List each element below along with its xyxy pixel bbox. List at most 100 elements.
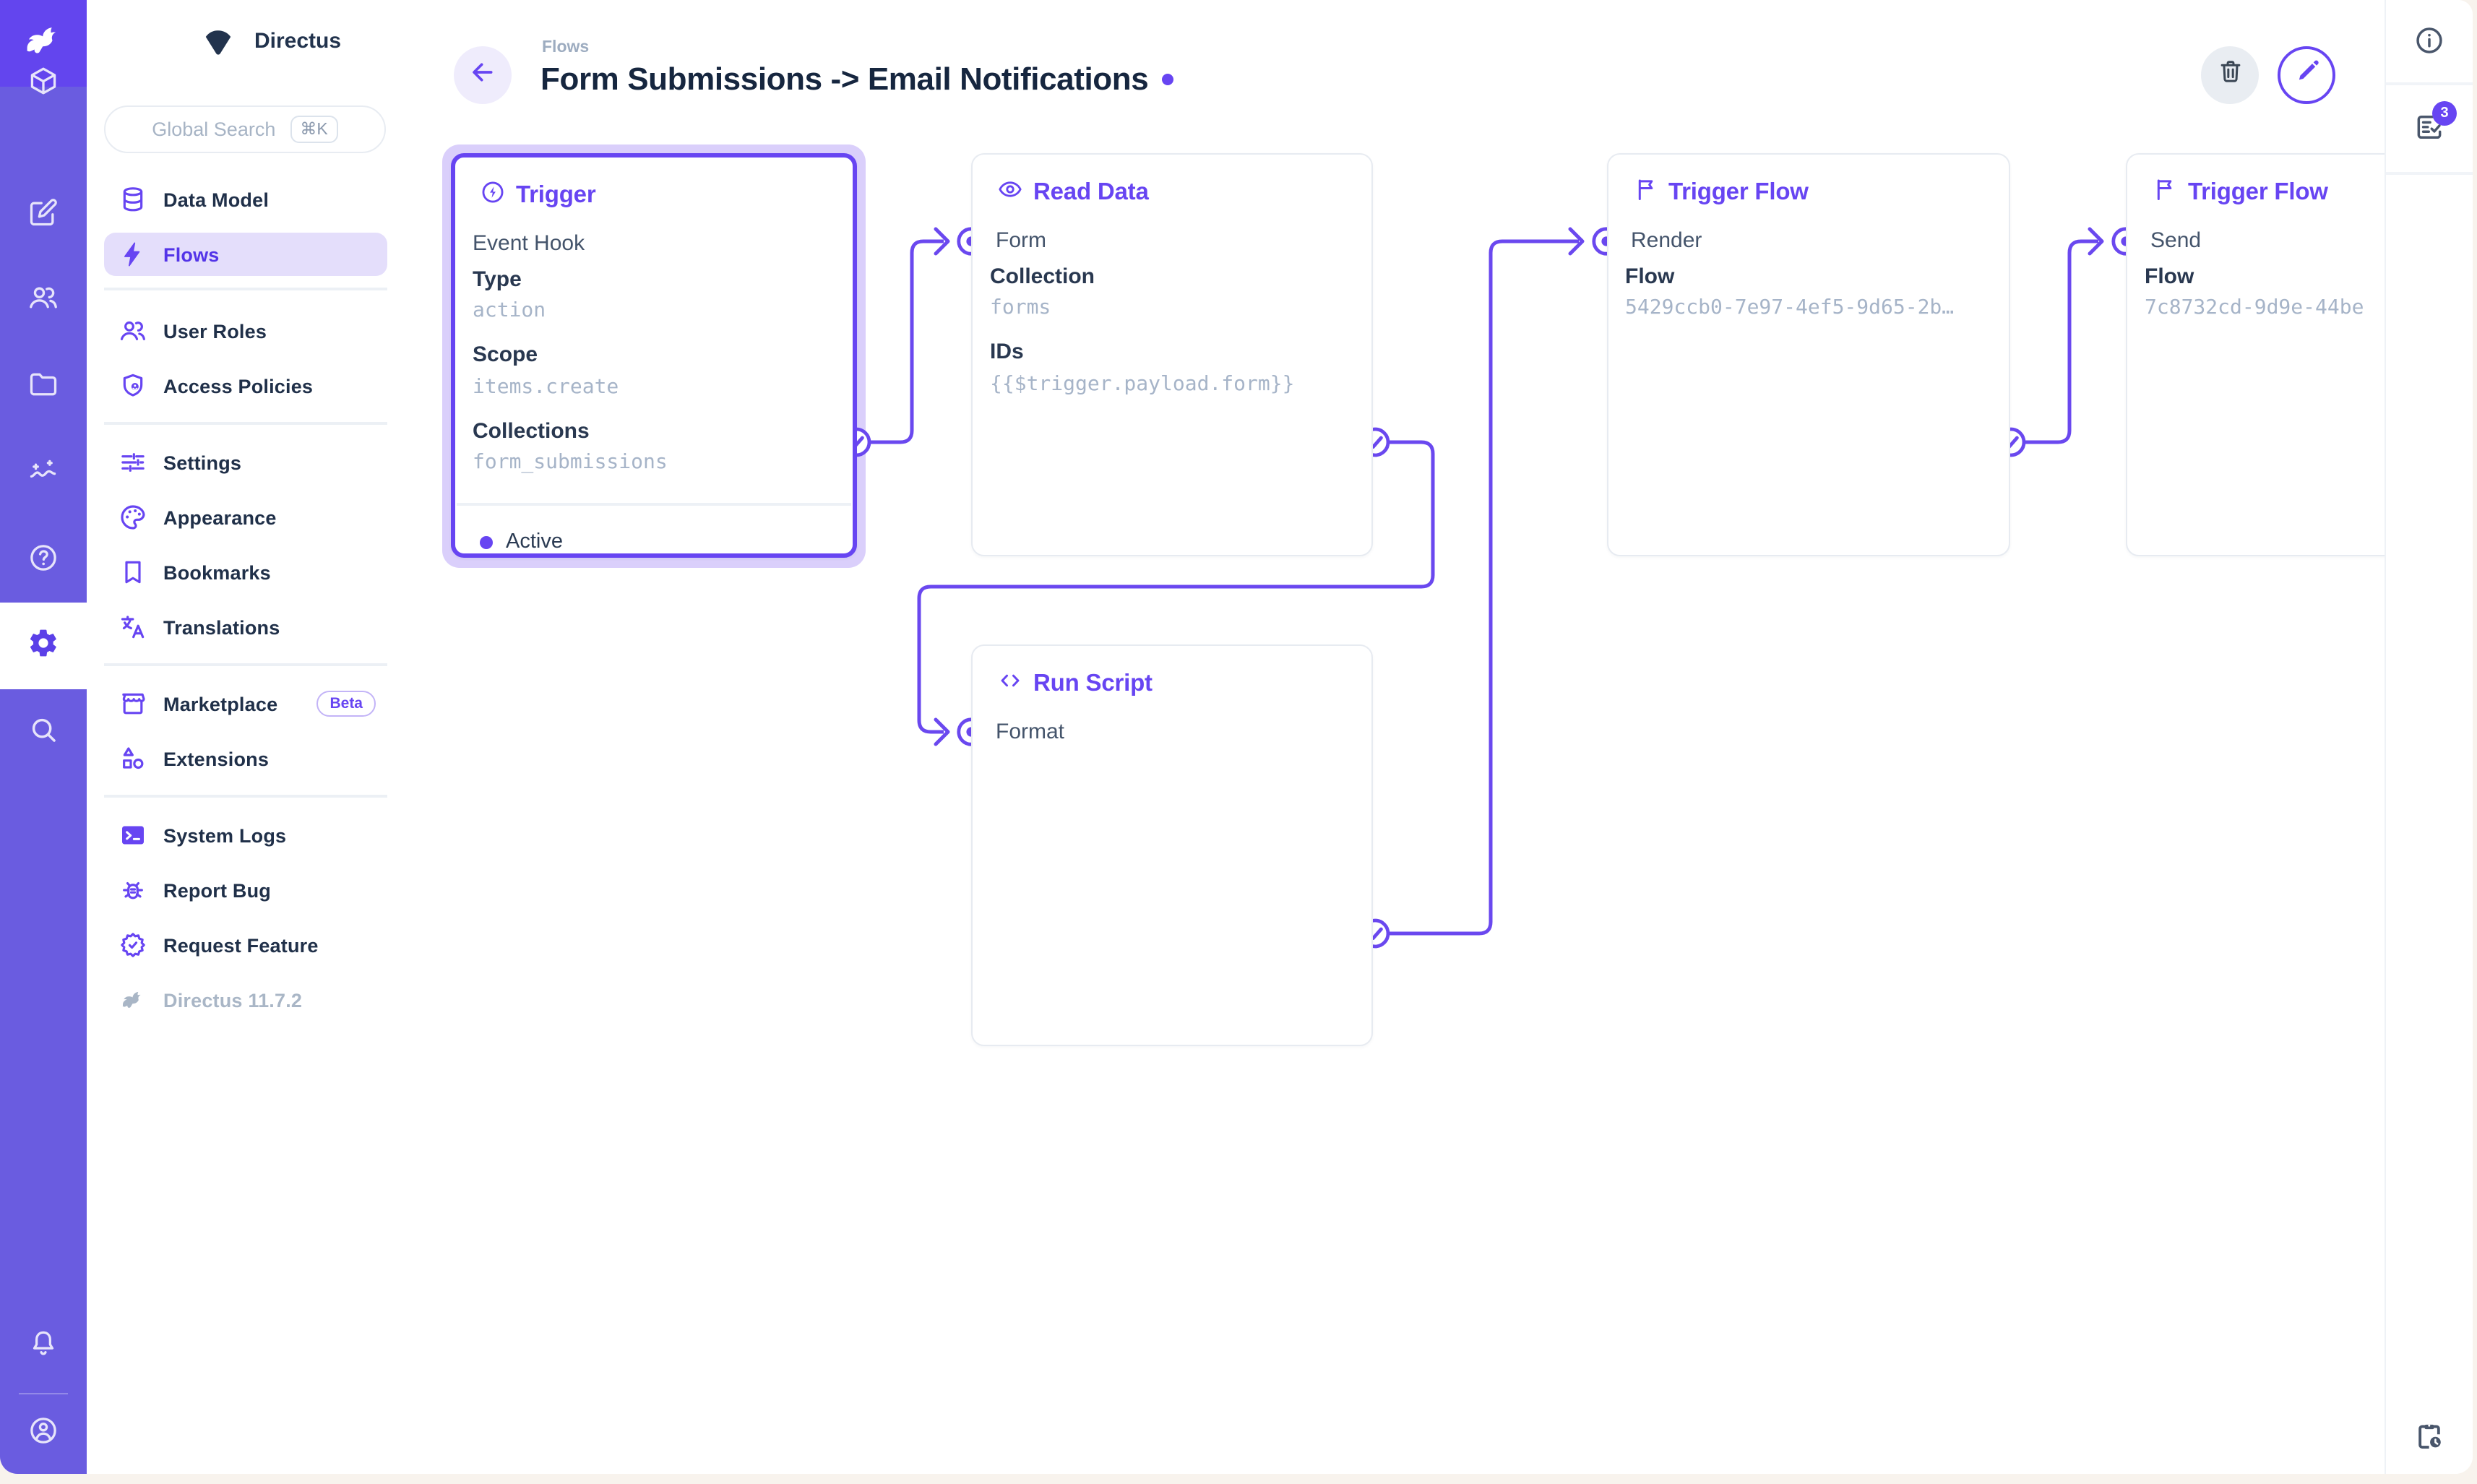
notifications-button[interactable] [0,1309,87,1384]
flag-icon [1632,176,1658,209]
database-icon [119,185,147,214]
field-label: IDs [990,340,1024,364]
storefront-icon [119,689,147,718]
trigger-panel[interactable]: Trigger Event Hook Type action Scope ite… [451,153,856,558]
sidebar-item-report-bug[interactable]: Report Bug [104,868,387,912]
eye-icon [997,176,1023,209]
flow-canvas[interactable]: Trigger Event Hook Type action Scope ite… [393,0,2386,1474]
back-button[interactable] [454,46,512,104]
tune-icon [119,448,147,477]
module-insights[interactable] [0,436,87,512]
sidebar-item-appearance[interactable]: Appearance [104,496,387,539]
run-script-panel-title: Run Script [997,668,1153,699]
sidebar-item-label: User Roles [163,320,267,342]
module-search[interactable] [0,695,87,770]
field-label: Scope [473,342,538,367]
page-title-row: Form Submissions -> Email Notifications [540,61,1173,98]
trigger-flow-send-panel[interactable]: Trigger Flow Send Flow 7c8732cd-9d9e-44b… [2126,153,2386,556]
input-label: Render [1631,228,1702,254]
edit-square-icon [27,196,59,235]
sidebar-item-label: Translations [163,616,280,638]
search-shortcut-chip: ⌘K [290,116,338,143]
sidebar-item-bookmarks[interactable]: Bookmarks [104,551,387,594]
field-label: Collection [990,264,1095,289]
right-sidebar-divider [2386,172,2473,174]
field-value: {{$trigger.payload.form}} [990,373,1295,396]
field-value: 5429ccb0-7e97-4ef5-9d65-2b… [1625,296,1955,319]
arrow-left-icon [468,57,497,93]
right-sidebar-divider [2386,82,2473,85]
sidebar-item-user-roles[interactable]: User Roles [104,309,387,353]
terminal-icon [119,821,147,850]
nav-divider [104,422,387,424]
global-search-input[interactable]: Global Search ⌘K [104,105,386,153]
field-label: Type [473,267,522,292]
project-header[interactable]: Directus [87,16,393,66]
trigger-flow-render-panel[interactable]: Trigger Flow Render Flow 5429ccb0-7e97-4… [1606,153,2009,556]
account-icon [27,1414,59,1453]
box-icon [27,64,59,103]
read-data-panel-title: Read Data [997,176,1149,208]
pending-revisions-button[interactable] [2413,1420,2445,1459]
sidebar-item-flows[interactable]: Flows [104,233,387,276]
breadcrumb[interactable]: Flows [542,39,590,56]
directus-logo[interactable] [0,0,87,87]
sidebar-item-request-feature[interactable]: Request Feature [104,923,387,967]
sidebar-item-settings[interactable]: Settings [104,441,387,484]
gear-icon [27,626,59,665]
module-files[interactable] [0,350,87,425]
clipboard-clock-icon [2413,1424,2445,1458]
logs-count-badge: 3 [2432,101,2457,126]
info-sidebar-button[interactable] [2413,25,2445,64]
edit-flow-button[interactable] [2278,46,2335,104]
sidebar-item-label: Report Bug [163,879,271,901]
user-roles-icon [119,316,147,345]
trigger-flow-panel-title: Trigger Flow [1632,176,1809,208]
sidebar-item-label: System Logs [163,824,287,846]
sidebar-item-label: Request Feature [163,934,319,956]
module-content[interactable] [0,46,87,121]
delete-flow-button[interactable] [2201,46,2259,104]
shapes-icon [119,744,147,773]
pencil-icon [2293,58,2320,92]
module-editor[interactable] [0,178,87,253]
field-value: action [473,299,546,322]
bookmark-icon [119,558,147,587]
sidebar-item-label: Extensions [163,748,270,769]
module-settings[interactable] [0,603,87,689]
field-value: items.create [473,376,619,399]
sidebar-item-extensions[interactable]: Extensions [104,737,387,780]
module-help[interactable] [0,523,87,598]
rabbit-icon [20,17,66,70]
trigger-flow-panel-title: Trigger Flow [2152,176,2328,208]
help-icon [27,541,59,580]
sidebar-version: Directus 11.7.2 [104,978,387,1022]
read-data-panel[interactable]: Read Data Form Collection forms IDs {{$t… [971,153,1373,556]
field-value: 7c8732cd-9d9e-44be [2145,296,2364,319]
palette-icon [119,503,147,532]
unsaved-dot [1161,74,1173,85]
verified-icon [119,931,147,959]
bolt-circle-icon [480,178,506,212]
run-script-panel[interactable]: Run Script Format [971,644,1373,1046]
sidebar-item-system-logs[interactable]: System Logs [104,814,387,857]
module-users[interactable] [0,263,87,338]
project-fan-icon [202,26,234,58]
info-icon [2413,27,2445,62]
search-icon [27,713,59,752]
logs-icon [2413,115,2445,149]
sidebar-item-access-policies[interactable]: Access Policies [104,364,387,407]
nav-divider [104,288,387,290]
field-label: Collections [473,419,590,444]
sidebar-item-data-model[interactable]: Data Model [104,178,387,221]
bell-icon [27,1327,59,1366]
input-label: Form [996,228,1046,254]
field-value: form_submissions [473,451,668,474]
rabbit-gray-icon [119,985,147,1014]
sidebar-item-marketplace[interactable]: Marketplace Beta [104,682,387,725]
user-avatar-button[interactable] [0,1396,87,1471]
right-sidebar: 3 [2385,0,2473,1474]
sidebar-item-translations[interactable]: Translations [104,605,387,649]
insights-icon [27,454,59,493]
sidebar-item-label: Access Policies [163,375,314,397]
